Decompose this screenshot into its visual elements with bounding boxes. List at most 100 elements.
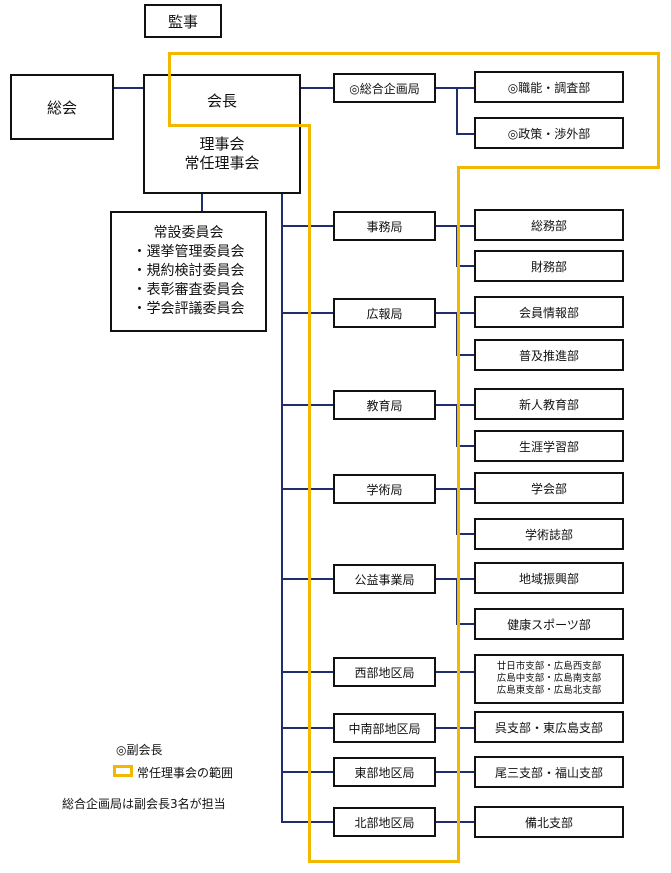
president-board-box: 会長 理事会 常任理事会 xyxy=(143,74,301,194)
bureau-label: 西部地区局 xyxy=(354,665,415,680)
dept-box: 地域振興部 xyxy=(474,562,624,594)
legend-vice-president: ◎副会長 xyxy=(116,743,163,757)
committee-item: ・選挙管理委員会 xyxy=(132,244,245,260)
connector-president-planning xyxy=(300,87,333,89)
president-label: 会長 xyxy=(207,92,238,110)
dept-link-tobu xyxy=(436,771,474,773)
dept-box: 普及推進部 xyxy=(474,339,624,371)
branch-seibu xyxy=(281,671,333,673)
dept-link-kyoiku-2 xyxy=(456,445,474,447)
dept-label: ◎職能・調査部 xyxy=(507,80,591,95)
dept-link-koeki xyxy=(436,578,474,580)
dept-label: 学術誌部 xyxy=(524,527,573,542)
dept-box: 財務部 xyxy=(474,250,624,282)
dept-box: 生涯学習部 xyxy=(474,430,624,462)
auditor-label: 監事 xyxy=(167,12,198,31)
bureau-label: 教育局 xyxy=(366,398,403,413)
bureau-seibu-box: 西部地区局 xyxy=(333,657,436,687)
scope-outline xyxy=(457,166,460,863)
bureau-kyoiku-box: 教育局 xyxy=(333,390,436,420)
bureau-hokubu-box: 北部地区局 xyxy=(333,807,436,837)
bureau-label: 中南部地区局 xyxy=(348,721,421,736)
dept-label: 会員情報部 xyxy=(518,305,579,320)
bureau-label: 学術局 xyxy=(366,482,403,497)
branch-tobu xyxy=(281,771,333,773)
bureau-chunanbu-box: 中南部地区局 xyxy=(333,713,436,743)
dept-box: 備北支部 xyxy=(474,806,624,838)
dept-link-gakujutsu xyxy=(436,488,474,490)
dept-box: 学会部 xyxy=(474,472,624,504)
bureau-planning-box: ◎総合企画局 xyxy=(333,73,436,103)
dept-box: 学術誌部 xyxy=(474,518,624,550)
bureau-koho-box: 広報局 xyxy=(333,298,436,328)
dept-link-chunanbu xyxy=(436,727,474,729)
scope-outline xyxy=(168,124,311,127)
bureau-label: 北部地区局 xyxy=(354,815,415,830)
branch-jimu xyxy=(281,225,333,227)
branch-gakujutsu xyxy=(281,488,333,490)
dept-box: 廿日市支部・広島西支部 広島中支部・広島南支部 広島東支部・広島北支部 xyxy=(474,654,624,704)
dept-label: 地域振興部 xyxy=(518,571,579,586)
dept-link-koho-2 xyxy=(456,354,474,356)
dept-label: 広島東支部・広島北支部 xyxy=(496,685,602,696)
legend-swatch xyxy=(113,765,133,777)
connector-assembly-president xyxy=(114,87,144,89)
dept-bar-planning xyxy=(456,87,458,135)
dept-link-koeki-2 xyxy=(456,623,474,625)
bureau-label: 事務局 xyxy=(366,219,403,234)
dept-label: 学会部 xyxy=(530,481,567,496)
dept-label: 廿日市支部・広島西支部 xyxy=(496,661,602,672)
dept-label: 備北支部 xyxy=(524,815,573,830)
scope-outline xyxy=(168,52,660,55)
committee-item: ・規約検討委員会 xyxy=(132,263,245,279)
legend-note: 総合企画局は副会長3名が担当 xyxy=(62,797,226,811)
committee-item: ・学会評議委員会 xyxy=(132,301,245,317)
scope-outline xyxy=(168,52,171,127)
dept-label: 生涯学習部 xyxy=(518,439,579,454)
scope-outline xyxy=(657,52,660,169)
dept-box: 健康スポーツ部 xyxy=(474,608,624,640)
dept-link-koho xyxy=(436,312,474,314)
branch-chunanbu xyxy=(281,727,333,729)
bureau-label: 広報局 xyxy=(366,306,403,321)
general-assembly-box: 総会 xyxy=(10,74,114,140)
standing-board-label: 常任理事会 xyxy=(184,154,260,172)
board-label: 理事会 xyxy=(199,135,245,153)
scope-outline xyxy=(308,860,460,863)
branch-kyoiku xyxy=(281,404,333,406)
dept-label: 広島中支部・広島南支部 xyxy=(496,673,602,684)
legend-scope-label: 常任理事会の範囲 xyxy=(137,766,234,780)
dept-box: 総務部 xyxy=(474,209,624,241)
dept-box: 新人教育部 xyxy=(474,388,624,420)
dept-link-hokubu xyxy=(436,821,474,823)
dept-label: 普及推進部 xyxy=(518,348,579,363)
bureau-koeki-box: 公益事業局 xyxy=(333,564,436,594)
bureau-label: 公益事業局 xyxy=(354,572,415,587)
dept-box: 呉支部・東広島支部 xyxy=(474,711,624,743)
auditor-box: 監事 xyxy=(144,4,222,38)
dept-label: 総務部 xyxy=(530,218,567,233)
branch-hokubu xyxy=(281,821,333,823)
dept-label: 財務部 xyxy=(530,259,567,274)
dept-label: 呉支部・東広島支部 xyxy=(494,720,603,735)
dept-link-seibu xyxy=(436,671,474,673)
dept-label: 新人教育部 xyxy=(518,397,579,412)
branch-koho xyxy=(281,312,333,314)
scope-outline xyxy=(457,166,660,169)
dept-link-jimu xyxy=(436,225,474,227)
dept-box: 会員情報部 xyxy=(474,296,624,328)
dept-link-planning xyxy=(436,87,474,89)
standing-committee-title: 常設委員会 xyxy=(153,225,224,241)
standing-committee-box: 常設委員会 ・選挙管理委員会 ・規約検討委員会 ・表彰審査委員会 ・学会評議委員… xyxy=(110,211,267,332)
dept-box: 尾三支部・福山支部 xyxy=(474,756,624,788)
bureau-label: ◎総合企画局 xyxy=(349,81,420,96)
scope-outline xyxy=(308,124,311,863)
branch-koeki xyxy=(281,578,333,580)
dept-link-kyoiku xyxy=(436,404,474,406)
dept-box: ◎政策・渉外部 xyxy=(474,117,624,149)
dept-label: 尾三支部・福山支部 xyxy=(494,765,603,780)
connector-president-committee xyxy=(201,193,203,211)
bureau-label: 東部地区局 xyxy=(354,765,415,780)
bureau-jimu-box: 事務局 xyxy=(333,211,436,241)
connector-trunk xyxy=(281,193,283,823)
